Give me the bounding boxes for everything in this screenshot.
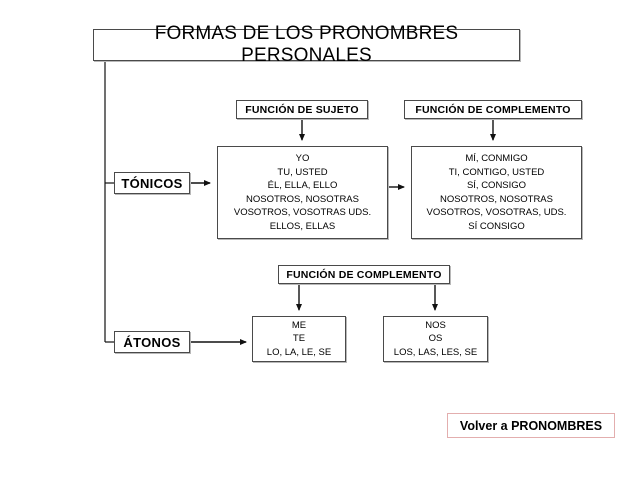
label-funcion-complemento-tonicos: FUNCIÓN DE COMPLEMENTO [404,100,582,119]
list-item: ME [291,319,307,331]
list-item: LO, LA, LE, SE [266,346,332,358]
list-item: SÍ, CONSIGO [466,180,527,191]
list-item: ÉL, ELLA, ELLO [267,180,338,191]
list-item: NOSOTROS, NOSOTRAS [440,193,553,205]
label-funcion-sujeto: FUNCIÓN DE SUJETO [236,100,368,119]
back-to-pronombres-label: Volver a PRONOMBRES [459,418,603,433]
category-atonos: ÁTONOS [114,331,190,353]
box-atonos-singular: ME TE LO, LA, LE, SE [252,316,346,362]
list-item: OS [428,333,443,345]
page-title-label: FORMAS DE LOS PRONOMBRES PERSONALES [154,23,459,66]
back-to-pronombres-button[interactable]: Volver a PRONOMBRES [447,413,615,438]
list-item: NOSOTROS, NOSOTRAS [246,193,359,205]
label-funcion-sujeto-text: FUNCIÓN DE SUJETO [245,103,359,116]
page-title: FORMAS DE LOS PRONOMBRES PERSONALES [93,23,520,66]
box-tonicos-complemento: MÍ, CONMIGO TI, CONTIGO, USTED SÍ, CONSI… [411,146,582,239]
category-tonicos: TÓNICOS [114,172,190,194]
box-tonicos-sujeto: YO TU, USTED ÉL, ELLA, ELLO NOSOTROS, NO… [217,146,388,239]
box-atonos-plural: NOS OS LOS, LAS, LES, SE [383,316,488,362]
list-item: LOS, LAS, LES, SE [393,346,478,358]
label-funcion-complemento-atonos: FUNCIÓN DE COMPLEMENTO [278,265,450,284]
label-funcion-complemento-atonos-text: FUNCIÓN DE COMPLEMENTO [286,268,442,281]
list-item: ELLOS, ELLAS [269,220,336,232]
list-item: VOSOTROS, VOSOTRAS, UDS. [426,207,567,218]
list-item: YO [295,153,310,164]
list-item: TE [292,333,306,345]
list-item: VOSOTROS, VOSOTRAS UDS. [233,207,372,218]
list-item: TU, USTED [277,166,328,178]
label-funcion-complemento-tonicos-text: FUNCIÓN DE COMPLEMENTO [415,103,571,116]
list-item: SÍ CONSIGO [468,220,525,232]
list-item: TI, CONTIGO, USTED [448,166,545,178]
list-item: MÍ, CONMIGO [465,153,528,164]
category-atonos-label: ÁTONOS [123,334,181,350]
category-tonicos-label: TÓNICOS [121,175,183,191]
list-item: NOS [425,319,446,331]
